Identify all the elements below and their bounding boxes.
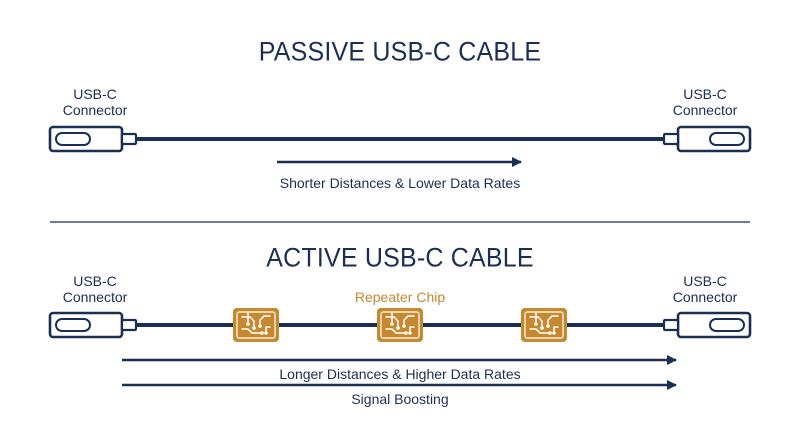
active-right-connector xyxy=(662,311,752,339)
active-left-connector xyxy=(48,311,138,339)
active-right-connector-label: USB-C Connector xyxy=(672,273,738,306)
active-title: ACTIVE USB-C CABLE xyxy=(266,243,534,273)
repeater-chip-label: Repeater Chip xyxy=(354,289,446,305)
passive-right-connector xyxy=(662,125,752,153)
repeater-chip-2 xyxy=(376,307,424,343)
active-left-connector-label: USB-C Connector xyxy=(62,273,128,306)
passive-left-connector-label: USB-C Connector xyxy=(62,86,128,119)
active-arrow-caption-1: Longer Distances & Higher Data Rates xyxy=(279,366,521,382)
passive-title: PASSIVE USB-C CABLE xyxy=(258,37,542,67)
passive-arrow-caption: Shorter Distances & Lower Data Rates xyxy=(279,175,521,191)
repeater-chip-1 xyxy=(232,307,280,343)
passive-right-connector-label: USB-C Connector xyxy=(672,86,738,119)
passive-left-connector xyxy=(48,125,138,153)
active-arrow-caption-2: Signal Boosting xyxy=(351,391,449,407)
repeater-chip-3 xyxy=(520,307,568,343)
